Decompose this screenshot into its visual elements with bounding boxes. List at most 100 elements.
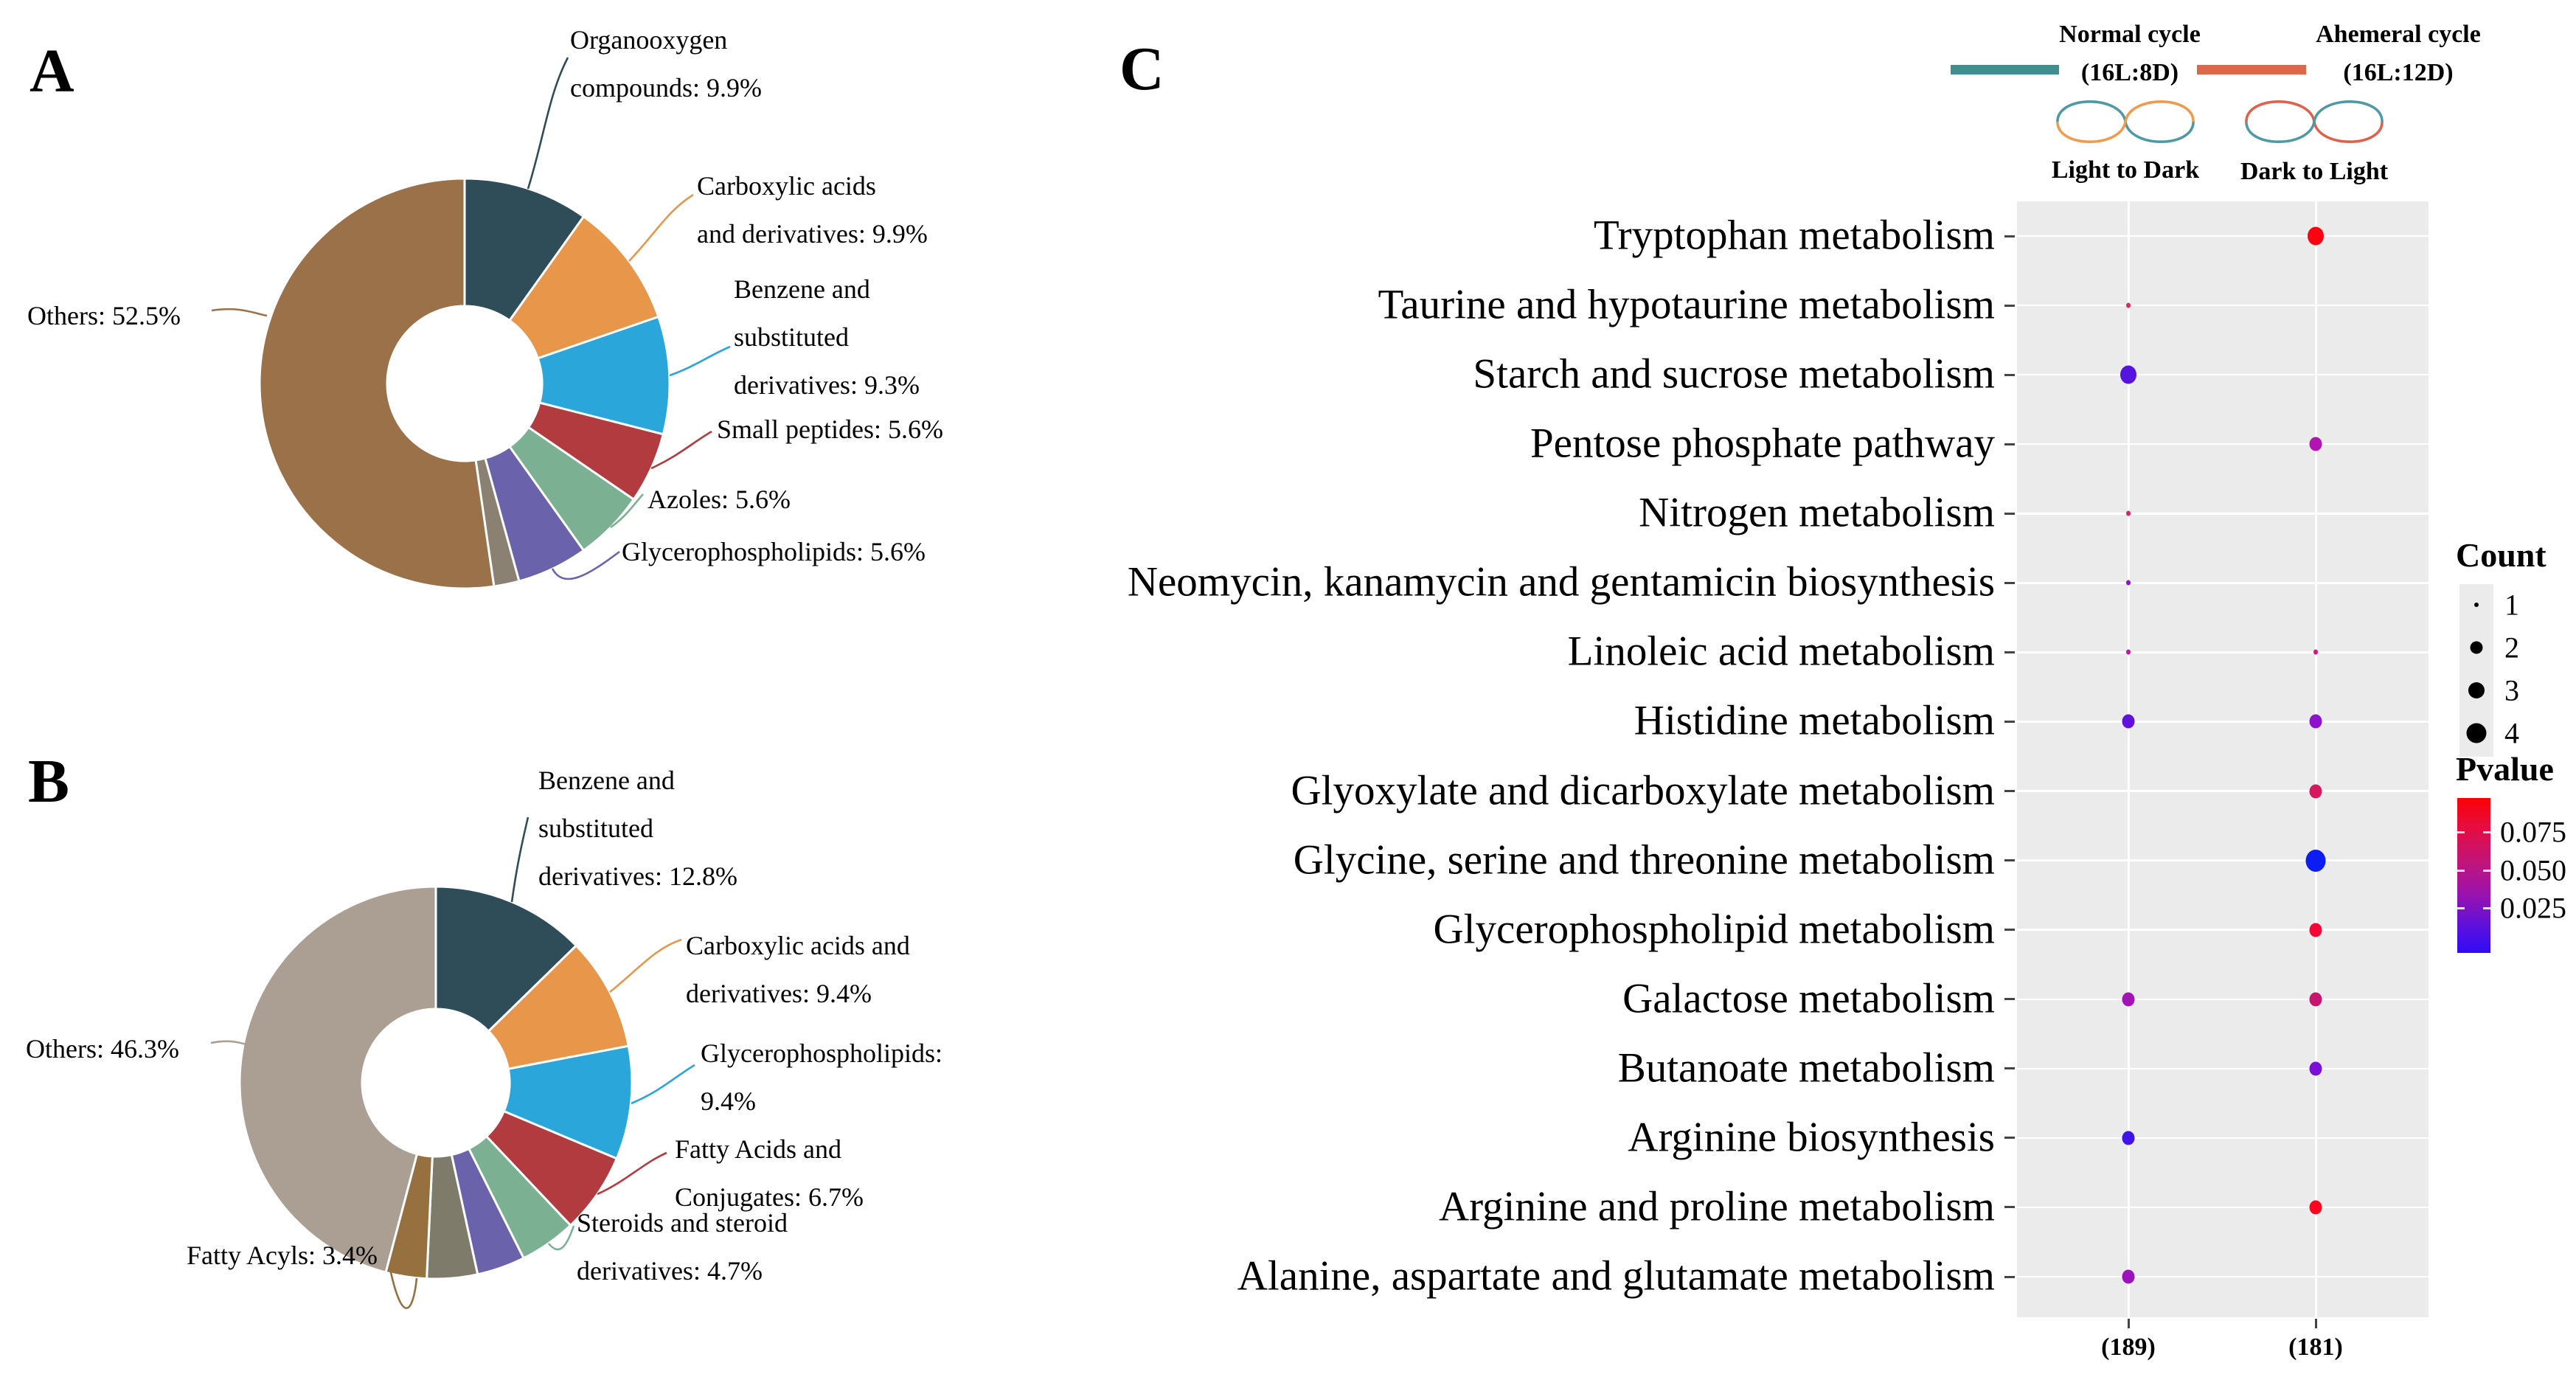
y-axis-tick	[2004, 859, 2015, 862]
dotplot-point	[2122, 992, 2135, 1007]
gridline-horizontal	[2017, 721, 2429, 723]
y-axis-tick	[2004, 235, 2015, 237]
donut-slice-a	[507, 215, 660, 360]
gridline-horizontal	[2017, 859, 2429, 861]
count-legend-dot	[2468, 682, 2485, 698]
count-legend-title: Count	[2456, 536, 2547, 574]
dark-to-light-caption: Dark to Light	[2240, 158, 2389, 185]
y-axis-tick	[2004, 373, 2015, 376]
gridline-horizontal	[2017, 1137, 2429, 1140]
pvalue-tick-value: 0.075	[2500, 815, 2566, 849]
y-axis-tick	[2004, 512, 2015, 515]
dotplot-point	[2309, 437, 2322, 451]
dotplot-point	[2309, 784, 2322, 799]
leader-line	[650, 430, 712, 470]
dotplot-point	[2309, 1200, 2322, 1215]
pathway-label: Glyoxylate and dicarboxylate metabolism	[1291, 766, 1995, 814]
y-axis-tick	[2004, 720, 2015, 723]
donut-slice-b	[238, 885, 437, 1274]
callout-label: Others: 52.5%	[27, 301, 181, 330]
gridline-horizontal	[2017, 929, 2429, 931]
donut-slice-a	[463, 177, 586, 322]
ahemeral-cycle-color-swatch	[2197, 65, 2306, 74]
dotplot-point	[2122, 1131, 2135, 1145]
leader-line	[547, 1225, 575, 1251]
callout-label: Azoles: 5.6%	[648, 485, 791, 514]
gridline-horizontal	[2017, 1206, 2429, 1209]
gridline-horizontal	[2017, 235, 2429, 237]
light-to-dark-infinity-icon	[2056, 100, 2195, 143]
gridline-horizontal	[2017, 1067, 2429, 1070]
ahemeral-cycle-label: Ahemeral cycle	[2316, 21, 2481, 48]
dotplot-point	[2120, 365, 2136, 384]
gridline-horizontal	[2017, 373, 2429, 376]
gridline-horizontal	[2017, 304, 2429, 307]
pathway-label: Alanine, aspartate and glutamate metabol…	[1237, 1252, 1995, 1300]
leader-line	[510, 816, 530, 903]
pvalue-tick-value: 0.025	[2500, 891, 2566, 925]
dotplot-point	[2309, 714, 2322, 729]
gridline-horizontal	[2017, 998, 2429, 1001]
pathway-label: Nitrogen metabolism	[1639, 489, 1995, 536]
gridline-horizontal	[2017, 443, 2429, 445]
leader-line	[609, 938, 682, 993]
pathway-label: Linoleic acid metabolism	[1567, 628, 1995, 675]
pvalue-bar-tick	[2483, 830, 2490, 833]
pathway-label: Arginine and proline metabolism	[1438, 1183, 1995, 1230]
dotplot-point	[2308, 226, 2324, 246]
gridline-horizontal	[2017, 582, 2429, 584]
gridline-vertical	[2314, 201, 2317, 1317]
light-to-dark-total: (189)	[2101, 1333, 2156, 1361]
leader-line	[551, 550, 620, 580]
dotplot-point	[2126, 649, 2131, 655]
leader-line	[631, 1064, 695, 1105]
dotplot-point	[2309, 1061, 2322, 1076]
normal-cycle-color-swatch	[1951, 65, 2059, 74]
x-axis-tick	[2127, 1319, 2130, 1328]
y-axis-tick	[2004, 651, 2015, 653]
pathway-label: Galactose metabolism	[1622, 975, 1995, 1022]
callout-label: Glycerophospholipids:9.4%	[701, 1038, 942, 1116]
y-axis-tick	[2004, 1067, 2015, 1070]
ahemeral-cycle-sublabel: (16L:12D)	[2343, 59, 2454, 86]
pathway-label: Butanoate metabolism	[1617, 1044, 1995, 1092]
dotplot-point	[2122, 1269, 2135, 1284]
count-legend-value: 4	[2504, 716, 2519, 750]
x-axis-tick	[2314, 1319, 2317, 1328]
normal-cycle-sublabel: (16L:8D)	[2080, 59, 2179, 86]
panel-a-letter: A	[29, 37, 74, 105]
dotplot-panel	[2017, 201, 2429, 1317]
count-legend-value: 1	[2504, 588, 2519, 622]
dotplot-point	[2313, 649, 2318, 655]
dotplot-point	[2126, 580, 2131, 586]
pvalue-bar-tick	[2457, 906, 2465, 909]
leader-line	[669, 345, 731, 377]
pvalue-bar-tick	[2483, 906, 2490, 909]
count-legend-value: 2	[2504, 631, 2519, 665]
leader-line	[527, 57, 569, 190]
y-axis-tick	[2004, 1275, 2015, 1278]
normal-cycle-label: Normal cycle	[2059, 21, 2201, 48]
callout-label: Fatty Acyls: 3.4%	[187, 1241, 378, 1270]
y-axis-tick	[2004, 1137, 2015, 1140]
y-axis-tick	[2004, 304, 2015, 307]
y-axis-tick	[2004, 581, 2015, 584]
gridline-horizontal	[2017, 790, 2429, 792]
light-to-dark-caption: Light to Dark	[2051, 156, 2200, 184]
dark-to-light-total: (181)	[2288, 1333, 2343, 1361]
gridline-horizontal	[2017, 513, 2429, 515]
panel-b-letter: B	[28, 747, 70, 816]
pathway-label: Pentose phosphate pathway	[1530, 420, 1995, 467]
pvalue-bar-tick	[2457, 869, 2465, 872]
leader-line	[210, 1040, 256, 1049]
callout-label: Small peptides: 5.6%	[717, 415, 943, 444]
pathway-label: Glycine, serine and threonine metabolism	[1293, 836, 1995, 883]
gridline-horizontal	[2017, 1275, 2429, 1278]
leader-line	[597, 1151, 667, 1196]
